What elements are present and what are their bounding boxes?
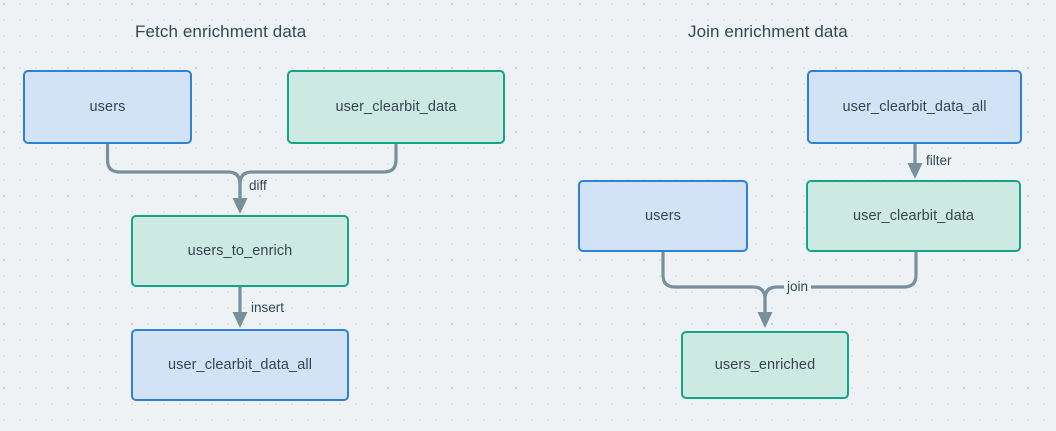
node-users-join[interactable]: users [578,180,748,252]
node-user-clearbit-data-all-fetch[interactable]: user_clearbit_data_all [131,329,349,401]
edge-label-insert: insert [251,300,285,315]
node-users-fetch[interactable]: users [23,70,192,144]
node-user-clearbit-data-fetch[interactable]: user_clearbit_data [287,70,505,144]
edge-label-diff: diff [249,178,267,193]
edge-label-join: join [784,279,812,295]
node-users-enriched[interactable]: users_enriched [681,331,849,399]
panel-title-fetch: Fetch enrichment data [135,22,307,41]
node-users-to-enrich[interactable]: users_to_enrich [131,215,349,287]
node-user-clearbit-data-all-join[interactable]: user_clearbit_data_all [807,70,1022,144]
edge-insert [232,285,248,328]
panel-title-join: Join enrichment data [688,22,848,41]
edge-label-filter: filter [926,153,952,168]
node-user-clearbit-data-join[interactable]: user_clearbit_data [806,180,1021,252]
edge-filter [907,143,923,179]
